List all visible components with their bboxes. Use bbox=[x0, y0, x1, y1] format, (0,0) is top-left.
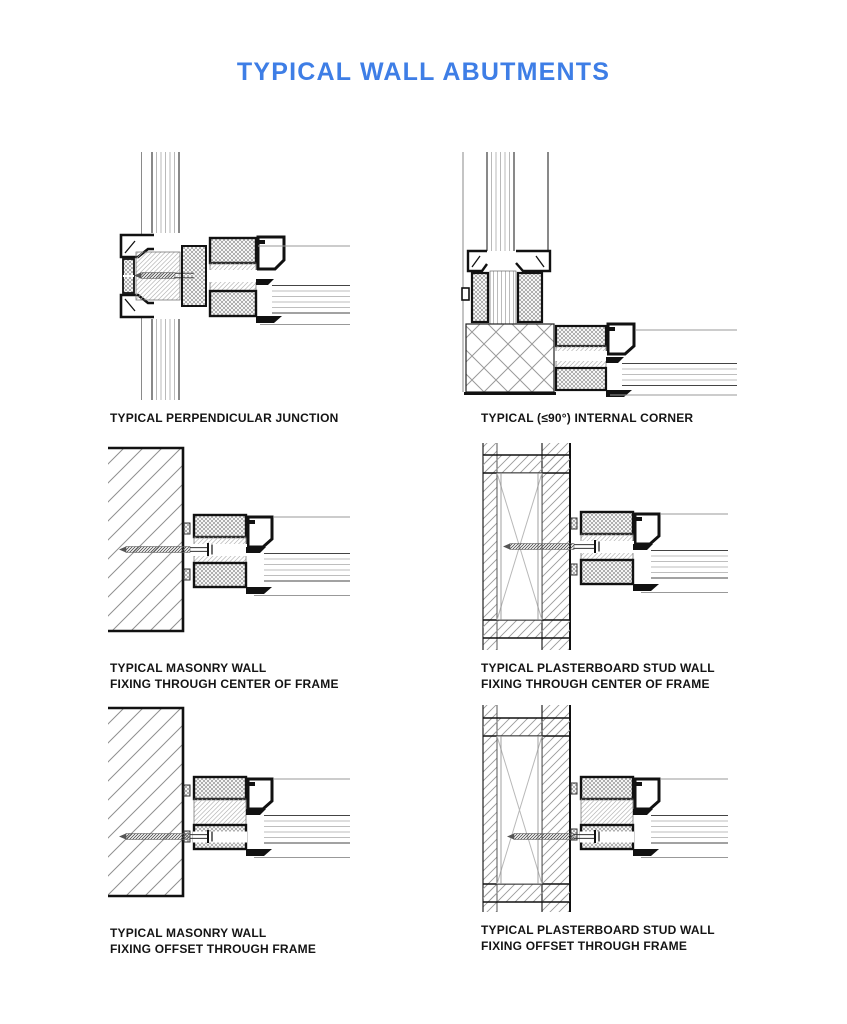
glazing-wedge bbox=[256, 279, 274, 285]
plasterboard-offset-fix-drawing bbox=[482, 705, 728, 912]
gasket-block bbox=[579, 558, 635, 586]
frame-body bbox=[193, 798, 247, 826]
glazing-wedge bbox=[633, 809, 653, 815]
panel-masonry-center-fix: TYPICAL MASONRY WALL FIXING THROUGH CENT… bbox=[108, 445, 390, 692]
glazing-wedge bbox=[606, 357, 624, 363]
caption-line: FIXING OFFSET THROUGH FRAME bbox=[110, 941, 317, 956]
fixing-screw-center bbox=[503, 540, 600, 553]
masonry-wall-hatch bbox=[108, 448, 183, 631]
gasket-block bbox=[579, 775, 635, 801]
corner-infill-block bbox=[465, 323, 555, 393]
fixing-screw-offset bbox=[119, 830, 213, 843]
glazing-bead bbox=[633, 512, 661, 546]
internal-corner-drawing bbox=[461, 152, 737, 397]
glazing-shoe bbox=[246, 849, 272, 856]
panel-caption: TYPICAL PERPENDICULAR JUNCTION bbox=[110, 411, 390, 427]
caption-line: TYPICAL MASONRY WALL bbox=[110, 661, 267, 675]
glazing-shoe bbox=[633, 849, 659, 856]
glazing-shoe bbox=[256, 316, 282, 323]
horizontal-partition-glazing-lines bbox=[610, 329, 737, 396]
packer bbox=[183, 522, 191, 535]
masonry-wall-outline bbox=[108, 706, 185, 898]
fixing-screw-center bbox=[119, 543, 213, 556]
perpendicular-junction-drawing bbox=[119, 152, 350, 400]
caption-line: FIXING THROUGH CENTER OF FRAME bbox=[481, 676, 710, 691]
gasket-block bbox=[192, 561, 248, 589]
plasterboard-center-fix-drawing bbox=[482, 443, 728, 650]
page-title: TYPICAL WALL ABUTMENTS bbox=[236, 58, 611, 86]
gasket-block bbox=[579, 510, 635, 536]
vertical-partition-glazing-lines bbox=[486, 152, 549, 251]
glazing-shoe bbox=[246, 587, 272, 594]
corner-end-cap bbox=[466, 249, 552, 273]
packer bbox=[183, 568, 191, 581]
panel-plasterboard-center-fix: TYPICAL PLASTERBOARD STUD WALL FIXING TH… bbox=[460, 443, 745, 692]
caption-line: TYPICAL MASONRY WALL bbox=[110, 926, 267, 940]
frame-body bbox=[489, 270, 517, 325]
gasket-block bbox=[554, 324, 608, 348]
fixing-screw-offset bbox=[507, 830, 600, 843]
glazing-wedge bbox=[246, 547, 266, 553]
packer bbox=[570, 517, 578, 530]
caption-line: FIXING OFFSET THROUGH FRAME bbox=[481, 938, 688, 953]
masonry-wall-hatch bbox=[108, 708, 183, 896]
panel-perpendicular-junction: TYPICAL PERPENDICULAR JUNCTION bbox=[108, 152, 390, 427]
packer bbox=[570, 563, 578, 576]
glazing-bead bbox=[256, 235, 286, 271]
masonry-center-fix-drawing bbox=[108, 446, 350, 633]
glazing-shoe bbox=[633, 584, 659, 591]
panel-caption: TYPICAL (≤90°) INTERNAL CORNER bbox=[481, 411, 745, 427]
vertical-partition-glazing-lines bbox=[141, 152, 180, 400]
panel-masonry-offset-fix: TYPICAL MASONRY WALL FIXING OFFSET THROU… bbox=[108, 705, 390, 957]
glazing-lines bbox=[641, 778, 728, 858]
panel-caption: TYPICAL MASONRY WALL FIXING THROUGH CENT… bbox=[110, 661, 390, 692]
glazing-shoe bbox=[606, 390, 632, 397]
caption-line: TYPICAL PERPENDICULAR JUNCTION bbox=[110, 411, 339, 425]
gasket-block bbox=[208, 236, 258, 265]
caption-line: TYPICAL (≤90°) INTERNAL CORNER bbox=[481, 411, 694, 425]
stud-wall bbox=[482, 705, 571, 912]
glazing-lines bbox=[254, 778, 350, 858]
glazing-bead bbox=[633, 777, 661, 811]
panel-internal-corner: TYPICAL (≤90°) INTERNAL CORNER bbox=[460, 152, 745, 427]
caption-line: TYPICAL PLASTERBOARD STUD WALL bbox=[481, 661, 715, 675]
junction-end-cap bbox=[119, 233, 154, 319]
glazing-wedge bbox=[633, 544, 653, 550]
gasket-block bbox=[192, 513, 248, 539]
panel-caption: TYPICAL MASONRY WALL FIXING OFFSET THROU… bbox=[110, 926, 390, 957]
panel-caption: TYPICAL PLASTERBOARD STUD WALL FIXING TH… bbox=[481, 661, 745, 692]
glazing-wedge bbox=[246, 809, 266, 815]
gasket-block bbox=[192, 775, 248, 801]
mullion-block bbox=[181, 245, 207, 307]
horizontal-partition-glazing-lines bbox=[258, 245, 350, 325]
packer bbox=[183, 784, 191, 797]
glazing-bead bbox=[606, 322, 636, 356]
frame-body bbox=[580, 798, 634, 826]
panel-plasterboard-offset-fix: TYPICAL PLASTERBOARD STUD WALL FIXING OF… bbox=[460, 705, 745, 954]
glazing-lines bbox=[254, 516, 350, 596]
glazing-bead bbox=[246, 515, 274, 549]
packer bbox=[570, 782, 578, 795]
caption-line: FIXING THROUGH CENTER OF FRAME bbox=[110, 676, 339, 691]
gasket-block bbox=[208, 289, 258, 318]
glazing-lines bbox=[641, 513, 728, 593]
caption-line: TYPICAL PLASTERBOARD STUD WALL bbox=[481, 923, 715, 937]
gasket-block bbox=[554, 366, 608, 392]
fixing-clip bbox=[461, 287, 470, 301]
masonry-wall-outline bbox=[108, 446, 185, 633]
gasket-block bbox=[470, 271, 490, 324]
glazing-bead bbox=[246, 777, 274, 811]
gasket-block bbox=[516, 271, 544, 324]
masonry-offset-fix-drawing bbox=[108, 706, 350, 898]
panel-caption: TYPICAL PLASTERBOARD STUD WALL FIXING OF… bbox=[481, 923, 745, 954]
